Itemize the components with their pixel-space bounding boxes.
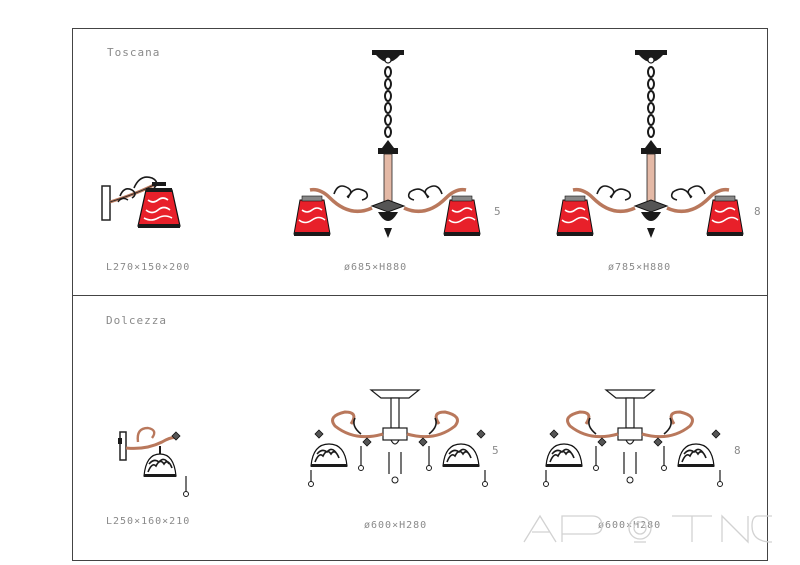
section-divider <box>72 295 768 296</box>
catalog-sheet-frame <box>72 28 768 561</box>
toscana-wall-sconce-drawing <box>101 176 181 228</box>
section-title-toscana: Toscana <box>107 46 161 59</box>
toscana-chandelier-5-drawing <box>293 50 481 238</box>
toscana-chandelier-8-lamp-count: 8 <box>754 205 762 218</box>
toscana-chandelier-8-drawing <box>556 50 744 238</box>
dolcezza-wall-sconce-drawing <box>118 426 189 497</box>
brand-logo-watermark-icon <box>523 514 773 544</box>
toscana-chandelier-8-dimensions: ø785×H880 <box>608 262 672 273</box>
dolcezza-sconce-dimensions: L250×160×210 <box>106 516 191 527</box>
toscana-chandelier-5-dimensions: ø685×H880 <box>344 262 408 273</box>
dolcezza-chandelier-8-drawing <box>543 389 723 487</box>
dolcezza-chandelier-8-lamp-count: 8 <box>734 444 742 457</box>
dolcezza-chandelier-5-dimensions: ø600×H280 <box>364 520 428 531</box>
dolcezza-chandelier-5-lamp-count: 5 <box>492 444 500 457</box>
toscana-sconce-dimensions: L270×150×200 <box>106 262 191 273</box>
toscana-chandelier-5-lamp-count: 5 <box>494 205 502 218</box>
section-title-dolcezza: Dolcezza <box>106 314 167 327</box>
dolcezza-chandelier-5-drawing <box>308 389 488 487</box>
